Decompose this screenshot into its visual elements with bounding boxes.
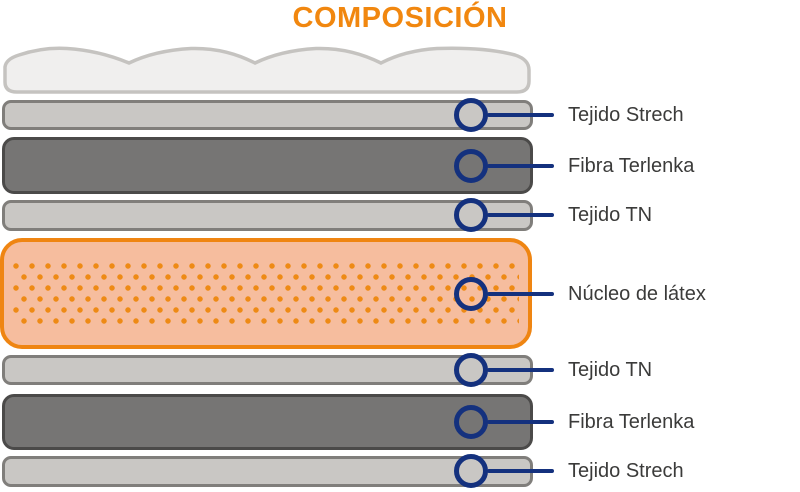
callout-line-tejido-strech-top <box>487 113 554 117</box>
label-tejido-strech-top: Tejido Strech <box>568 104 684 126</box>
layer-nucleo-de-latex <box>0 238 532 349</box>
label-nucleo-de-latex: Núcleo de látex <box>568 283 706 305</box>
layer-tejido-tn-top <box>2 200 533 231</box>
pillow-top-shape <box>3 46 531 94</box>
callout-circle-tejido-tn-bottom <box>454 353 488 387</box>
latex-dot-pattern <box>13 263 519 324</box>
label-tejido-tn-top: Tejido TN <box>568 204 653 226</box>
layer-tejido-tn-bottom <box>2 355 533 385</box>
callout-line-tejido-strech-bottom <box>487 469 554 473</box>
callout-circle-fibra-terlenka-bottom <box>454 405 488 439</box>
callout-circle-fibra-terlenka-top <box>454 149 488 183</box>
layer-fibra-terlenka-bottom <box>2 394 533 450</box>
diagram-title: COMPOSICIÓN <box>292 2 508 34</box>
label-fibra-terlenka-bottom: Fibra Terlenka <box>568 411 695 433</box>
callout-circle-nucleo-de-latex <box>454 277 488 311</box>
layer-tejido-strech-bottom <box>2 456 533 487</box>
label-fibra-terlenka-top: Fibra Terlenka <box>568 155 695 177</box>
callout-circle-tejido-strech-bottom <box>454 454 488 488</box>
layer-tejido-strech-top <box>2 100 533 130</box>
callout-line-fibra-terlenka-bottom <box>487 420 554 424</box>
layer-fibra-terlenka-top <box>2 137 533 194</box>
callout-circle-tejido-strech-top <box>454 98 488 132</box>
callout-line-fibra-terlenka-top <box>487 164 554 168</box>
label-tejido-strech-bottom: Tejido Strech <box>568 460 684 482</box>
callout-circle-tejido-tn-top <box>454 198 488 232</box>
label-tejido-tn-bottom: Tejido TN <box>568 359 653 381</box>
layer-pillow-top <box>3 46 531 94</box>
callout-line-tejido-tn-bottom <box>487 368 554 372</box>
callout-line-tejido-tn-top <box>487 213 554 217</box>
callout-line-nucleo-de-latex <box>487 292 554 296</box>
